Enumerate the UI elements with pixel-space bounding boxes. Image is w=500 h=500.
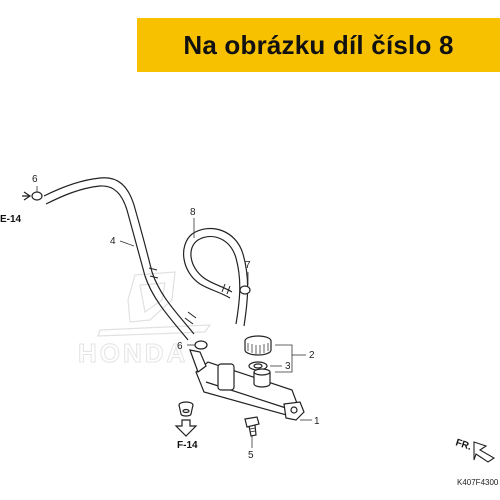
ref-f14: F-14 <box>177 440 198 451</box>
label-2: 2 <box>309 350 315 361</box>
honda-wing-watermark: HONDA <box>78 271 212 369</box>
label-7: 7 <box>245 260 251 271</box>
label-6-lower: 6 <box>177 341 183 352</box>
cap-part-2 <box>244 335 272 356</box>
clamp-part-7 <box>239 285 251 295</box>
title-banner: Na obrázku díl číslo 8 <box>137 18 500 72</box>
clamp-part-6-upper <box>31 191 43 201</box>
washer-part-3 <box>248 361 268 371</box>
drawing-code: K407F4300 <box>457 478 499 487</box>
grommet <box>178 401 194 417</box>
front-direction-arrow-icon <box>473 441 496 463</box>
label-1: 1 <box>314 416 320 427</box>
filler-neck <box>253 368 271 388</box>
honda-watermark-text: HONDA <box>78 338 188 368</box>
label-3: 3 <box>285 361 291 372</box>
front-direction-label: FR. <box>454 437 473 453</box>
label-4: 4 <box>110 236 116 247</box>
banner-text: Na obrázku díl číslo 8 <box>183 29 454 60</box>
hose-part-8 <box>183 227 249 327</box>
hose-part-4 <box>43 177 197 341</box>
label-8: 8 <box>190 207 196 218</box>
label-6-upper: 6 <box>32 174 38 185</box>
ref-e14: E-14 <box>0 214 22 225</box>
e14-arrow-icon <box>22 191 32 201</box>
bolt-part-5 <box>244 416 260 437</box>
label-5: 5 <box>248 450 254 461</box>
clamp-part-6-lower <box>194 340 208 350</box>
leader-lines <box>36 186 312 448</box>
tank-part-1 <box>189 349 305 421</box>
f14-arrow-icon <box>174 419 198 437</box>
